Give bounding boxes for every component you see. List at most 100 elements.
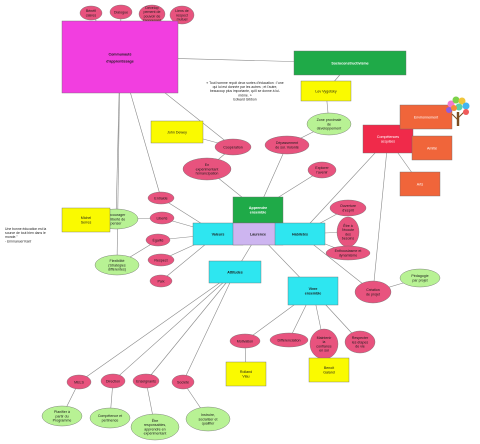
node-shape — [307, 161, 337, 179]
node-n2[interactable]: Dialogue — [109, 4, 133, 20]
node-label: l'écoute — [342, 228, 354, 232]
node-valeurs[interactable]: Valeurs — [192, 222, 244, 246]
node-paix[interactable]: Paix — [149, 274, 173, 288]
node-enseignants[interactable]: Enseignants — [132, 373, 160, 389]
node-shape — [208, 260, 262, 284]
node-label: Amitié — [427, 146, 437, 150]
node-motivation[interactable]: Motivation — [229, 333, 261, 349]
node-label: en soi — [319, 348, 329, 352]
quote-line: « Tout homme reçoit deux sortes d'éducat… — [206, 81, 283, 85]
node-envi[interactable]: Environnement — [399, 104, 453, 130]
node-label: de soi. Volonté — [275, 145, 299, 149]
node-egalite[interactable]: Égalité — [145, 233, 171, 247]
node-label: respect — [176, 13, 188, 17]
node-respect[interactable]: Respect — [147, 253, 175, 267]
node-cooperation[interactable]: Coopération — [214, 138, 252, 156]
node-shape — [147, 191, 175, 205]
node-label: Ouverture — [340, 204, 356, 208]
node-label: ciaires — [86, 13, 97, 17]
node-shape — [149, 211, 175, 225]
node-label: pertinence — [102, 418, 119, 422]
node-shape — [399, 171, 441, 197]
node-label: l'apprenant — [143, 18, 161, 22]
node-label: Flexibilité — [110, 259, 125, 263]
node-label: de — [327, 122, 331, 126]
node-vygotsky[interactable]: Lev Vygotsky — [300, 80, 352, 102]
node-label: dynamisme — [339, 253, 357, 257]
node-shape — [214, 138, 252, 156]
node-label: d'esprit — [342, 208, 353, 212]
node-label: Compétences — [377, 135, 399, 139]
node-label: Être — [152, 418, 159, 423]
node-socio[interactable]: Socioconstructivisme — [293, 50, 407, 76]
node-label: Apprendre — [249, 206, 267, 210]
node-differenciation[interactable]: Différenciation — [269, 332, 309, 348]
node-label: expérimentant — [144, 431, 167, 435]
node-label: Coopération — [223, 145, 243, 149]
node-attitudes[interactable]: Attitudes — [208, 260, 262, 284]
node-label: Pédagogie — [411, 274, 428, 278]
node-label: Attitudes — [227, 270, 243, 274]
node-label: MELS — [74, 380, 84, 384]
node-shape — [274, 222, 326, 246]
quote-gibbon: « Tout homme reçoit deux sortes d'éducat… — [206, 81, 283, 101]
node-label: pouvoir de — [144, 14, 161, 18]
node-label: confiance — [316, 344, 331, 348]
node-label: pement de — [144, 10, 161, 14]
node-label: Être à — [343, 223, 353, 228]
node-shape — [300, 80, 352, 102]
node-mels[interactable]: MELS — [66, 374, 92, 390]
node-label: Planifier à — [54, 410, 70, 414]
node-label: Maintenir — [317, 336, 333, 340]
node-shape — [399, 104, 453, 130]
node-societe[interactable]: Société — [171, 374, 195, 390]
node-label: Socioconstructivisme — [331, 61, 368, 65]
connector-creation-comp — [372, 138, 389, 293]
node-amitie[interactable]: Amitié — [411, 135, 453, 161]
node-label: Enseignants — [136, 379, 156, 383]
node-label: Galand — [323, 370, 335, 374]
node-dewey[interactable]: John Dewey — [150, 120, 204, 144]
node-label: Vivre — [309, 287, 318, 291]
node-label: de vie — [355, 344, 365, 348]
node-direction[interactable]: Direction — [100, 373, 126, 389]
node-ars[interactable]: Arts — [399, 171, 441, 197]
quote-line: Une bonne éducation est la — [5, 227, 46, 231]
node-label: Instruire, — [201, 413, 215, 417]
node-shape — [329, 199, 367, 217]
node-entraide[interactable]: Entraide — [147, 191, 175, 205]
quote-line: source de tout bien dans le — [5, 231, 46, 235]
node-liberte[interactable]: Liberté — [149, 211, 175, 225]
quote-line: monde." — [5, 235, 18, 239]
node-shape — [287, 276, 339, 306]
tree-of-heads-icon — [446, 96, 470, 126]
node-habiletes[interactable]: Habiletés — [274, 222, 326, 246]
node-label: Dévelop — [145, 6, 158, 10]
